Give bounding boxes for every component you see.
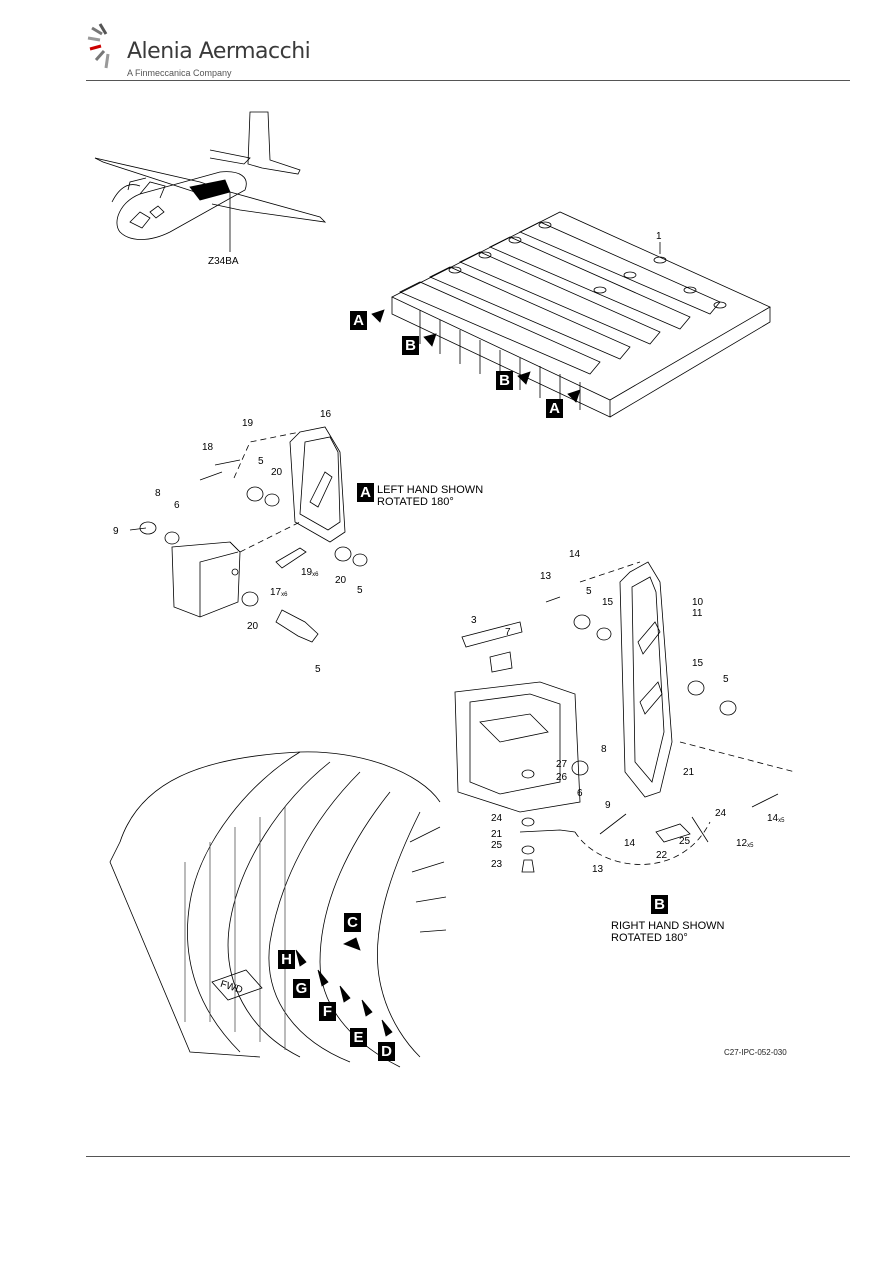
item-number: 6 <box>577 788 583 799</box>
item-number: 14 <box>569 549 581 560</box>
item-number: 24 <box>491 813 503 824</box>
item-number: 1 <box>656 231 662 242</box>
item-number: 5 <box>357 585 363 596</box>
company-tagline: A Finmeccanica Company <box>127 68 232 78</box>
fuselage-frames-drawing <box>109 751 447 1068</box>
item-number: 19 <box>301 567 313 578</box>
page-header: Alenia Aermacchi A Finmeccanica Company <box>0 0 893 82</box>
zone-label: Z34BA <box>208 256 239 267</box>
item-number: 17 <box>270 587 282 598</box>
qty-suffix: x5 <box>778 818 785 824</box>
item-number: 20 <box>271 467 283 478</box>
item-number: 6 <box>174 500 180 511</box>
item-number: 5 <box>586 586 592 597</box>
item-number: 22 <box>656 850 668 861</box>
item-number: 14 <box>767 813 779 824</box>
view-b-note: RIGHT HAND SHOWN ROTATED 180° <box>611 920 724 944</box>
qty-suffix: x6 <box>312 572 319 578</box>
item-number: 11 <box>692 608 703 619</box>
item-number: 5 <box>723 674 729 685</box>
item-number: 10 <box>692 597 704 608</box>
figure-artwork <box>94 111 796 1068</box>
item-number: 9 <box>605 800 611 811</box>
item-number: 25 <box>679 836 691 847</box>
callout-c: C <box>344 913 361 932</box>
item-number-with-qty: 12x5 <box>736 838 753 851</box>
item-number: 5 <box>258 456 264 467</box>
item-number: 24 <box>715 808 727 819</box>
company-name: Alenia Aermacchi <box>127 39 311 64</box>
item-number: 13 <box>592 864 604 875</box>
callout-d: D <box>378 1042 395 1061</box>
item-number: 20 <box>247 621 259 632</box>
view-b-note-line1: RIGHT HAND SHOWN <box>611 920 725 932</box>
aircraft-locator-drawing <box>94 111 327 252</box>
callout-a-upper: A <box>350 311 367 330</box>
item-number: 15 <box>692 658 704 669</box>
qty-suffix: x6 <box>281 592 288 598</box>
item-number: 26 <box>556 772 568 783</box>
item-number: 8 <box>155 488 161 499</box>
footer-rule <box>86 1156 850 1157</box>
detail-b-drawing <box>454 561 796 873</box>
callout-a-lower: A <box>546 399 563 418</box>
item-number: 13 <box>540 571 552 582</box>
detail-a-drawing <box>129 426 368 643</box>
view-a-note: LEFT HAND SHOWN ROTATED 180° <box>377 484 483 508</box>
company-logo-icon <box>87 23 110 69</box>
callout-g: G <box>293 979 310 998</box>
item-number-with-qty: 19x6 <box>301 567 318 580</box>
item-number: 15 <box>602 597 614 608</box>
item-number: 20 <box>335 575 347 586</box>
floor-panel-drawing <box>371 211 771 418</box>
item-number-with-qty: 17x6 <box>270 587 287 600</box>
view-a-note-line2: ROTATED 180° <box>377 496 454 508</box>
item-number: 25 <box>491 840 503 851</box>
ipc-figure: Z34BA FWD C27-IPC-052-030 A B B A A B C … <box>0 82 893 1152</box>
callout-b-upper: B <box>402 336 419 355</box>
callout-e: E <box>350 1028 367 1047</box>
view-a-note-line1: LEFT HAND SHOWN <box>377 484 484 496</box>
callout-f: F <box>319 1002 336 1021</box>
view-b-note-line2: ROTATED 180° <box>611 932 688 944</box>
item-number: 8 <box>601 744 607 755</box>
item-number: 9 <box>113 526 119 537</box>
item-number-with-qty: 14x5 <box>767 813 784 826</box>
item-number: 7 <box>505 627 511 638</box>
callout-b-lower: B <box>496 371 513 390</box>
item-number: 19 <box>242 418 254 429</box>
callout-h: H <box>278 950 295 969</box>
header-rule <box>86 80 850 81</box>
item-number: 23 <box>491 859 503 870</box>
item-number: 3 <box>471 615 477 626</box>
item-number: 18 <box>202 442 214 453</box>
item-number: 12 <box>736 838 748 849</box>
item-number: 21 <box>491 829 503 840</box>
item-number: 27 <box>556 759 568 770</box>
item-number: 14 <box>624 838 636 849</box>
item-number: 5 <box>315 664 321 675</box>
callout-b-detail: B <box>651 895 668 914</box>
item-number: 21 <box>683 767 695 778</box>
qty-suffix: x5 <box>747 843 754 849</box>
callout-a-detail: A <box>357 483 374 502</box>
item-number: 16 <box>320 409 332 420</box>
figure-reference-code: C27-IPC-052-030 <box>724 1048 787 1057</box>
